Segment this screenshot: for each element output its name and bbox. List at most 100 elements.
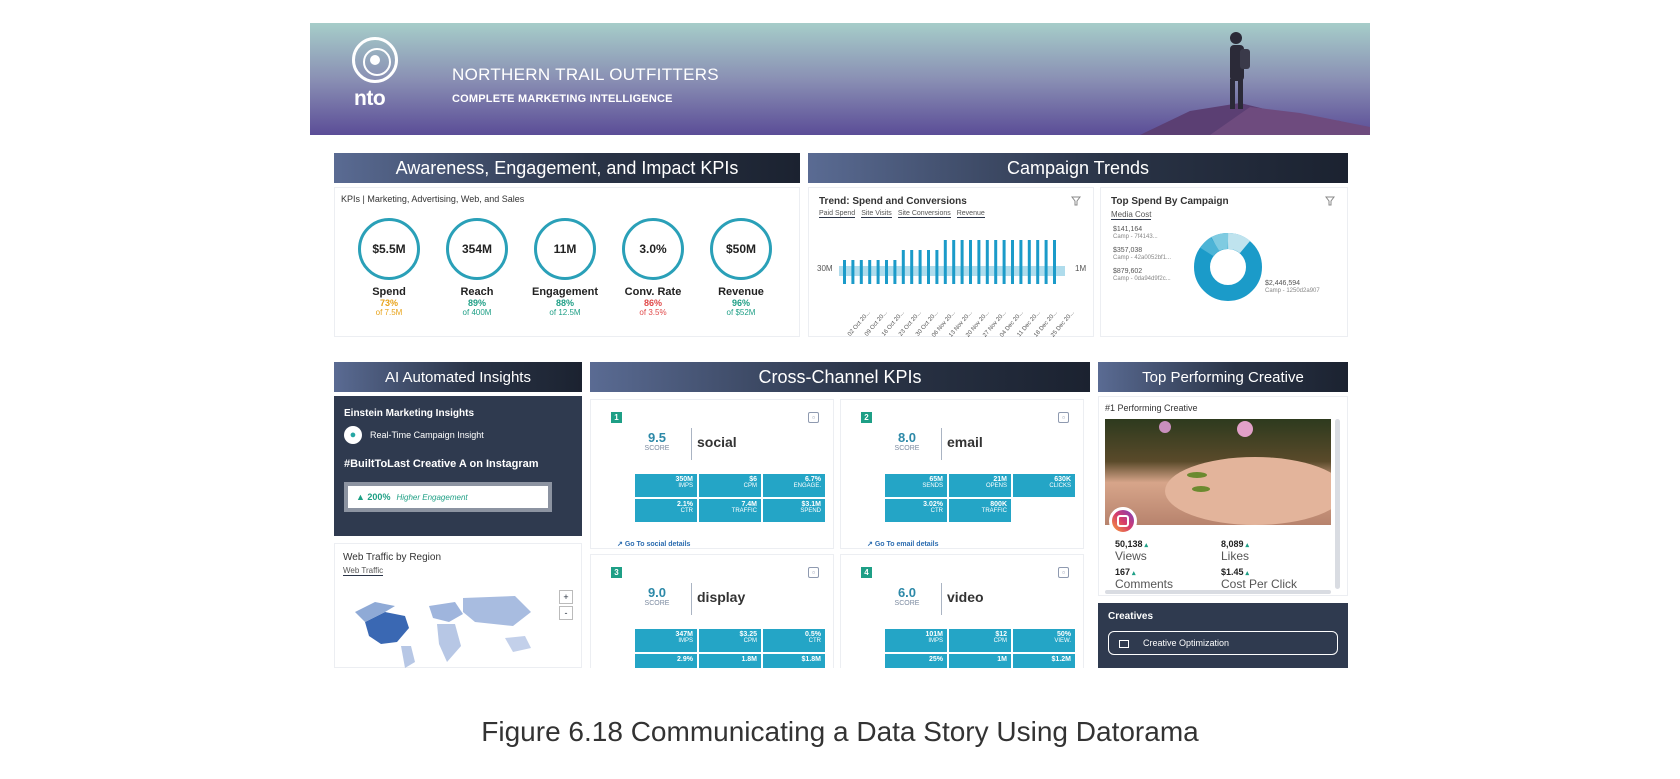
- channel-number: 4: [861, 567, 872, 578]
- stat-label: Likes: [1221, 549, 1250, 563]
- spend-donut-chart: [1194, 233, 1262, 301]
- trend-bar: [1053, 240, 1056, 284]
- metric-cell[interactable]: 1M: [949, 654, 1011, 668]
- trend-y-right: 1M: [1075, 264, 1087, 273]
- trend-bar: [1036, 240, 1040, 284]
- external-link-icon: ↗: [617, 541, 625, 548]
- hashtag-insight: #BuiltToLast Creative A on Instagram: [344, 458, 539, 470]
- share-icon[interactable]: ▫: [808, 412, 819, 423]
- trend-bar: [885, 260, 888, 284]
- engagement-highlight[interactable]: ▲ 200% Higher Engagement: [344, 482, 552, 512]
- kpi-target: of 400M: [462, 308, 492, 317]
- zoom-in-button[interactable]: +: [559, 590, 573, 604]
- channel-details-label: Go To social details: [624, 541, 691, 548]
- metric-cell[interactable]: 1.8M: [699, 654, 761, 668]
- creative-optimization-button[interactable]: Creative Optimization: [1108, 631, 1338, 655]
- metric-value: 630K: [1054, 476, 1071, 483]
- metric-label: SENDS: [922, 483, 943, 489]
- metric-cell[interactable]: 0.5%CTR: [763, 629, 825, 652]
- score-value: 6.0: [897, 585, 917, 600]
- spend-camp: Camp - 42a0052bf1...: [1113, 254, 1172, 261]
- divider: [941, 428, 942, 460]
- kpi-ring: $50M: [710, 218, 772, 280]
- world-map[interactable]: [345, 582, 545, 668]
- channel-details-link[interactable]: ↗ Go To social details: [617, 540, 690, 548]
- top-creative-header: Top Performing Creative: [1098, 362, 1348, 392]
- channel-details-link[interactable]: ↗ Go To email details: [867, 540, 938, 548]
- trend-tab[interactable]: Revenue: [956, 210, 985, 218]
- metric-cell[interactable]: $1.8M: [763, 654, 825, 668]
- trend-bar: [935, 250, 939, 284]
- metric-value: 0.5%: [805, 631, 821, 638]
- metric-value: 350M: [675, 476, 693, 483]
- trend-bar: [893, 260, 897, 284]
- metric-value: 2.9%: [677, 656, 693, 663]
- metric-value: 2.1%: [677, 501, 693, 508]
- top-spend-tab[interactable]: Media Cost: [1111, 210, 1152, 220]
- channel-name: email: [947, 434, 983, 450]
- score-label: SCORE: [644, 600, 670, 607]
- channel-name: display: [697, 589, 746, 605]
- share-icon[interactable]: ▫: [1058, 412, 1069, 423]
- ai-insights-card: Einstein Marketing Insights ● Real-Time …: [334, 396, 582, 536]
- share-icon[interactable]: ▫: [1058, 567, 1069, 578]
- metric-cell[interactable]: 50%VIEW.: [1013, 629, 1075, 652]
- share-icon[interactable]: ▫: [808, 567, 819, 578]
- metric-cell[interactable]: 2.9%: [635, 654, 697, 668]
- zoom-out-button[interactable]: -: [559, 606, 573, 620]
- metric-label: ENGAGE.: [793, 483, 821, 489]
- trend-tab[interactable]: Paid Spend: [819, 210, 856, 218]
- highlight-value: 200%: [367, 492, 391, 502]
- stat-label: Views: [1115, 549, 1147, 563]
- trend-bar: [876, 260, 880, 284]
- filter-icon[interactable]: [1071, 196, 1081, 206]
- metric-value: $3.25: [739, 631, 757, 638]
- kpi-percent: 73%: [379, 298, 398, 308]
- spend-camp: Camp - 0da94d9f2c...: [1113, 275, 1171, 282]
- creative-optimization-label: Creative Optimization: [1143, 638, 1230, 648]
- stat-value: 8,089: [1221, 539, 1249, 549]
- trend-tab[interactable]: Site Visits: [861, 210, 892, 218]
- trend-bar: [918, 250, 922, 284]
- metric-cell[interactable]: $1.2M: [1013, 654, 1075, 668]
- metric-cell[interactable]: 2.1%CTR: [635, 499, 697, 522]
- metric-label: CTR: [808, 638, 821, 644]
- trend-tab[interactable]: Site Conversions: [897, 210, 951, 218]
- creative-image[interactable]: [1105, 419, 1331, 525]
- metric-cell[interactable]: 25%: [885, 654, 947, 668]
- creative-hscrollbar[interactable]: [1105, 590, 1331, 594]
- metric-cell[interactable]: 3.02%CTR: [885, 499, 947, 522]
- filter-icon[interactable]: [1325, 196, 1335, 206]
- kpi-target: of 7.5M: [375, 308, 403, 317]
- metric-value: 7.4M: [741, 501, 757, 508]
- stat-views: 50,138 Views: [1115, 539, 1148, 563]
- web-traffic-tab[interactable]: Web Traffic: [343, 566, 384, 576]
- kpi-label: Spend: [372, 286, 406, 298]
- highlight-text: Higher Engagement: [396, 492, 468, 502]
- trend-bar: [927, 250, 930, 284]
- creative-scrollbar[interactable]: [1335, 419, 1340, 589]
- metric-cell[interactable]: 6.7%ENGAGE.: [763, 474, 825, 497]
- kpi-label: Conv. Rate: [624, 286, 682, 298]
